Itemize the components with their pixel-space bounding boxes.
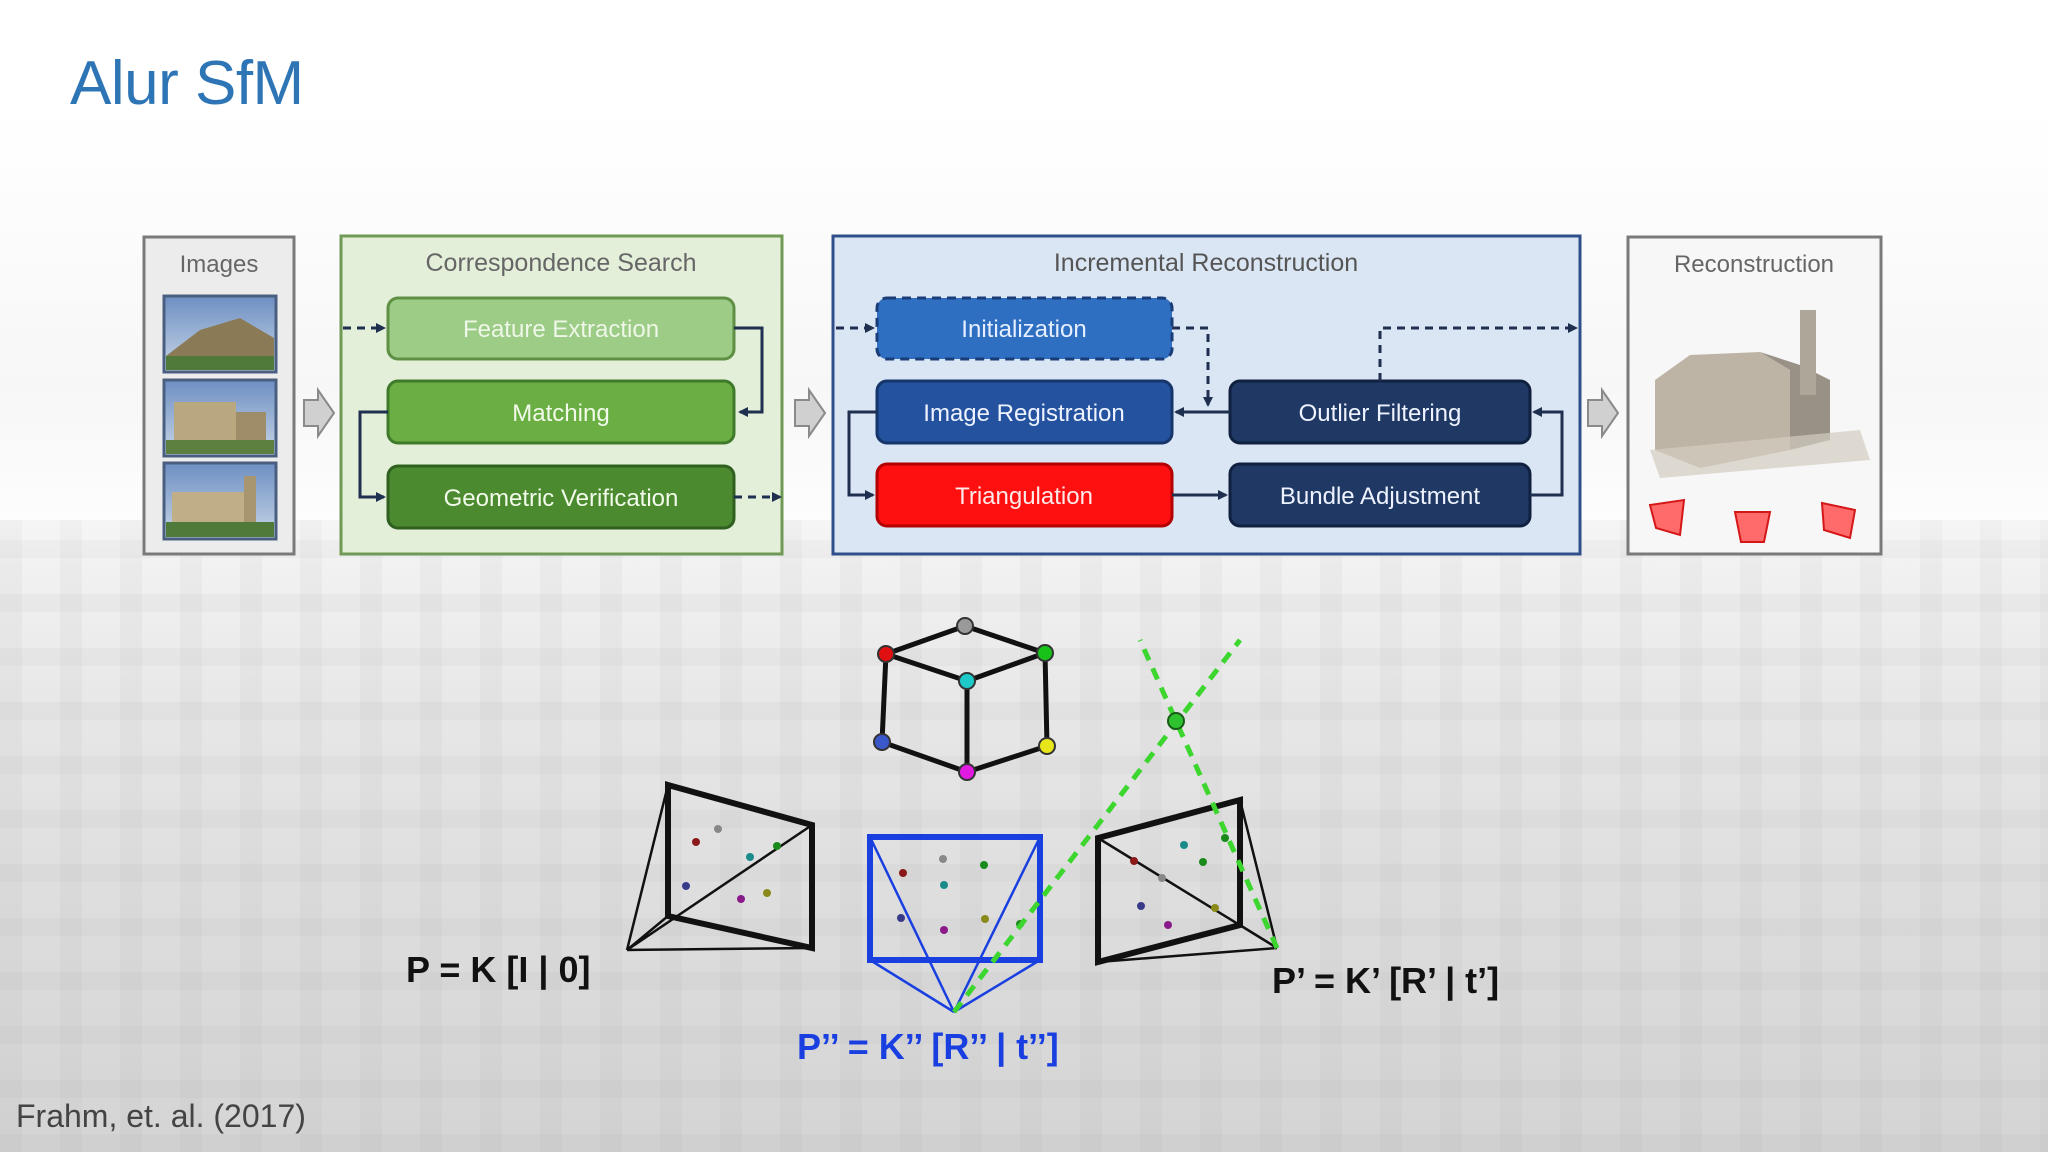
ray-from-middle-camera — [952, 638, 1242, 1014]
cube-vertex-red — [877, 645, 895, 663]
incremental-reconstruction-title: Incremental Reconstruction — [1054, 249, 1358, 277]
3d-cube — [878, 623, 1053, 775]
correspondence-search-panel: Correspondence Search Feature Extraction… — [339, 234, 784, 556]
middle-camera-label: P’’ = K’’ [R’’ | t’’] — [797, 1026, 1059, 1068]
image-registration-label: Image Registration — [923, 400, 1124, 427]
flow-arrow-3 — [1587, 386, 1620, 440]
registration-to-triangulation-arrow — [847, 410, 877, 500]
citation: Frahm, et. al. (2017) — [16, 1098, 306, 1134]
feature-extraction-label: Feature Extraction — [463, 316, 659, 343]
images-panel: Images — [142, 235, 296, 556]
slide-title: Alur SfM — [70, 49, 304, 118]
initialization-box — [875, 296, 1174, 361]
reconstruction-panel: Reconstruction — [1626, 235, 1883, 556]
cube-vertex-blue — [873, 733, 891, 751]
right-camera-frustum — [1095, 796, 1279, 966]
correspondence-search-title: Correspondence Search — [426, 249, 697, 277]
matching-label: Matching — [512, 400, 609, 427]
triangulated-point — [1167, 712, 1185, 730]
triangulation-label: Triangulation — [955, 483, 1093, 510]
incremental-reconstruction-panel: Incremental Reconstruction Initializatio… — [831, 234, 1582, 556]
reconstruction-title: Reconstruction — [1674, 251, 1834, 278]
cube-vertex-magenta — [958, 763, 976, 781]
right-camera-label: P’ = K’ [R’ | t’] — [1272, 960, 1499, 1002]
input-photo-2 — [162, 378, 278, 458]
reconstruction-camera-icons — [1648, 498, 1857, 543]
middle-camera-frustum — [867, 834, 1043, 1014]
bundle-to-outlier-arrow — [1530, 407, 1564, 497]
input-photo-3 — [162, 461, 278, 541]
epipolar-geometry-figure: P = K [I | 0] P’’ = K’’ [R’’ | t’’] P’ =… — [406, 617, 1499, 1068]
incremental-output-arrow — [1378, 323, 1578, 381]
images-panel-title: Images — [180, 251, 259, 278]
outlier-filtering-label: Outlier Filtering — [1299, 400, 1462, 427]
cube-vertex-gray — [956, 617, 974, 635]
flow-arrow-2 — [794, 386, 827, 440]
initialization-dashed-arrow — [1172, 326, 1213, 407]
left-camera-frustum — [625, 781, 815, 952]
cube-vertex-green — [1036, 644, 1054, 662]
bundle-adjustment-label: Bundle Adjustment — [1280, 483, 1480, 510]
left-camera-label: P = K [I | 0] — [406, 949, 590, 991]
initialization-label: Initialization — [961, 316, 1086, 343]
input-photo-1 — [162, 294, 278, 374]
matching-to-verification-arrow — [358, 410, 388, 502]
point-cloud-building — [1650, 310, 1870, 478]
flow-arrow-1 — [303, 386, 336, 440]
cube-vertex-cyan — [958, 672, 976, 690]
ray-from-right-camera — [1137, 638, 1280, 950]
extraction-to-matching-arrow — [734, 326, 764, 417]
geometric-verification-label: Geometric Verification — [444, 485, 679, 512]
cube-vertex-yellow — [1038, 737, 1056, 755]
